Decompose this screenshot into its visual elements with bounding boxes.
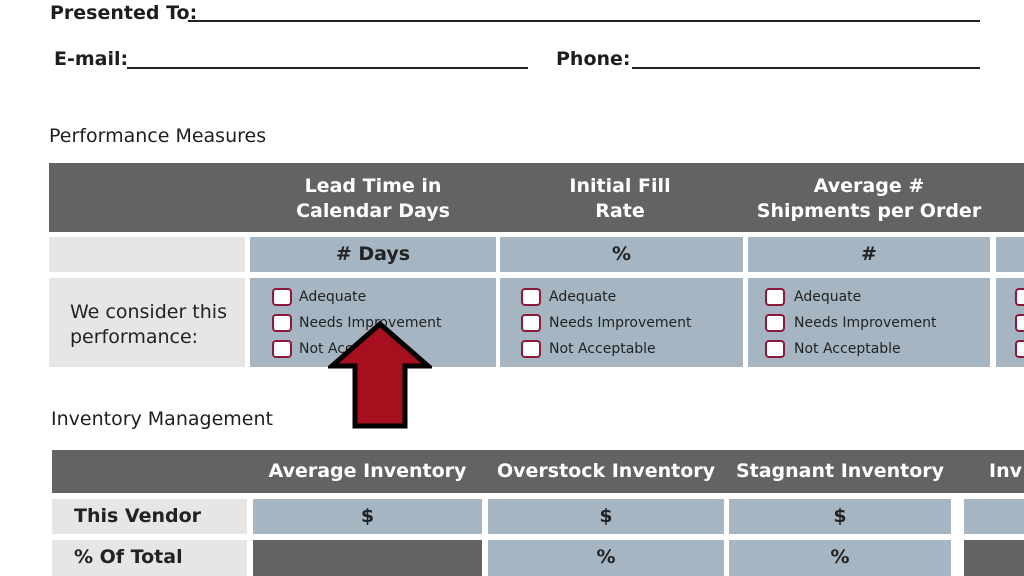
phone-field[interactable] bbox=[632, 67, 980, 69]
cell-value: $ bbox=[599, 505, 613, 527]
option-not-acceptable: Not Acceptable bbox=[794, 341, 901, 357]
unit-days-cell[interactable]: # Days bbox=[250, 237, 496, 272]
phone-label: Phone: bbox=[556, 48, 631, 70]
checkbox-icon[interactable] bbox=[1015, 288, 1024, 306]
email-label: E-mail: bbox=[54, 48, 129, 70]
rating-label-cell: We consider this performance: bbox=[49, 278, 245, 367]
option-needs-improvement: Needs Improvement bbox=[549, 315, 692, 331]
option-needs-improvement: Needs Improvement bbox=[794, 315, 937, 331]
checkbox-icon[interactable] bbox=[765, 288, 785, 306]
row-label-percent-total: % Of Total bbox=[74, 546, 183, 568]
unit-count: # bbox=[861, 243, 877, 265]
rating-row-label: We consider this performance: bbox=[70, 301, 227, 348]
option-adequate: Adequate bbox=[794, 289, 862, 305]
cell-vendor-average[interactable]: $ bbox=[253, 499, 482, 534]
option-needs-improvement: Needs Improvement bbox=[299, 315, 442, 331]
row-label-cell: % Of Total bbox=[52, 540, 247, 576]
checkbox-icon[interactable] bbox=[521, 288, 541, 306]
option-not-acceptable: Not Acceptable bbox=[549, 341, 656, 357]
rating-col-fill-rate: Adequate Needs Improvement Not Acceptabl… bbox=[500, 278, 743, 367]
unit-days: # Days bbox=[335, 243, 411, 265]
checkbox-icon[interactable] bbox=[1015, 340, 1024, 358]
header-inventory-cut: Inv bbox=[989, 460, 1022, 482]
header-average-inventory: Average Inventory bbox=[268, 460, 467, 482]
cell-total-average-disabled bbox=[253, 540, 482, 576]
cell-total-overstock[interactable]: % bbox=[488, 540, 724, 576]
checkbox-icon[interactable] bbox=[272, 288, 292, 306]
header-fill-rate: Initial Fill Rate bbox=[569, 175, 671, 222]
performance-section-title: Performance Measures bbox=[49, 125, 267, 147]
option-adequate: Adequate bbox=[549, 289, 617, 305]
checkbox-icon[interactable] bbox=[272, 340, 292, 358]
header-stagnant-inventory: Stagnant Inventory bbox=[735, 460, 945, 482]
email-field[interactable] bbox=[127, 67, 528, 69]
cell-total-extra bbox=[964, 540, 1024, 576]
presented-to-field[interactable] bbox=[188, 20, 980, 22]
checkbox-icon[interactable] bbox=[521, 340, 541, 358]
cell-vendor-stagnant[interactable]: $ bbox=[729, 499, 951, 534]
rating-col-lead-time: Adequate Needs Improvement Not Acceptabl… bbox=[250, 278, 496, 367]
units-row-label-cell bbox=[49, 237, 245, 272]
cell-value: $ bbox=[360, 505, 375, 527]
cell-value: % bbox=[596, 546, 616, 568]
header-overstock-inventory: Overstock Inventory bbox=[496, 460, 716, 482]
checkbox-icon[interactable] bbox=[1015, 314, 1024, 332]
inventory-header-bar bbox=[52, 450, 1024, 493]
unit-percent-cell[interactable]: % bbox=[500, 237, 743, 272]
cell-vendor-overstock[interactable]: $ bbox=[488, 499, 724, 534]
cell-vendor-extra bbox=[964, 499, 1024, 534]
header-shipments: Average # Shipments per Order bbox=[756, 175, 982, 222]
checkbox-icon[interactable] bbox=[765, 314, 785, 332]
checkbox-icon[interactable] bbox=[765, 340, 785, 358]
unit-count-cell[interactable]: # bbox=[748, 237, 990, 272]
unit-percent: % bbox=[611, 243, 632, 265]
rating-col-extra bbox=[996, 278, 1024, 367]
cell-total-stagnant[interactable]: % bbox=[729, 540, 951, 576]
header-lead-time: Lead Time in Calendar Days bbox=[296, 175, 450, 222]
option-adequate: Adequate bbox=[299, 289, 367, 305]
cell-value: % bbox=[830, 546, 850, 568]
unit-extra-cell bbox=[996, 237, 1024, 272]
row-label-this-vendor: This Vendor bbox=[74, 505, 202, 527]
arrow-up-icon bbox=[328, 320, 432, 429]
inventory-section-title: Inventory Management bbox=[51, 408, 273, 430]
checkbox-icon[interactable] bbox=[521, 314, 541, 332]
performance-header-bar bbox=[49, 163, 1024, 232]
checkbox-icon[interactable] bbox=[272, 314, 292, 332]
rating-col-shipments: Adequate Needs Improvement Not Acceptabl… bbox=[748, 278, 990, 367]
cell-value: $ bbox=[833, 505, 847, 527]
presented-to-label: Presented To: bbox=[50, 2, 198, 24]
row-label-cell: This Vendor bbox=[52, 499, 247, 534]
